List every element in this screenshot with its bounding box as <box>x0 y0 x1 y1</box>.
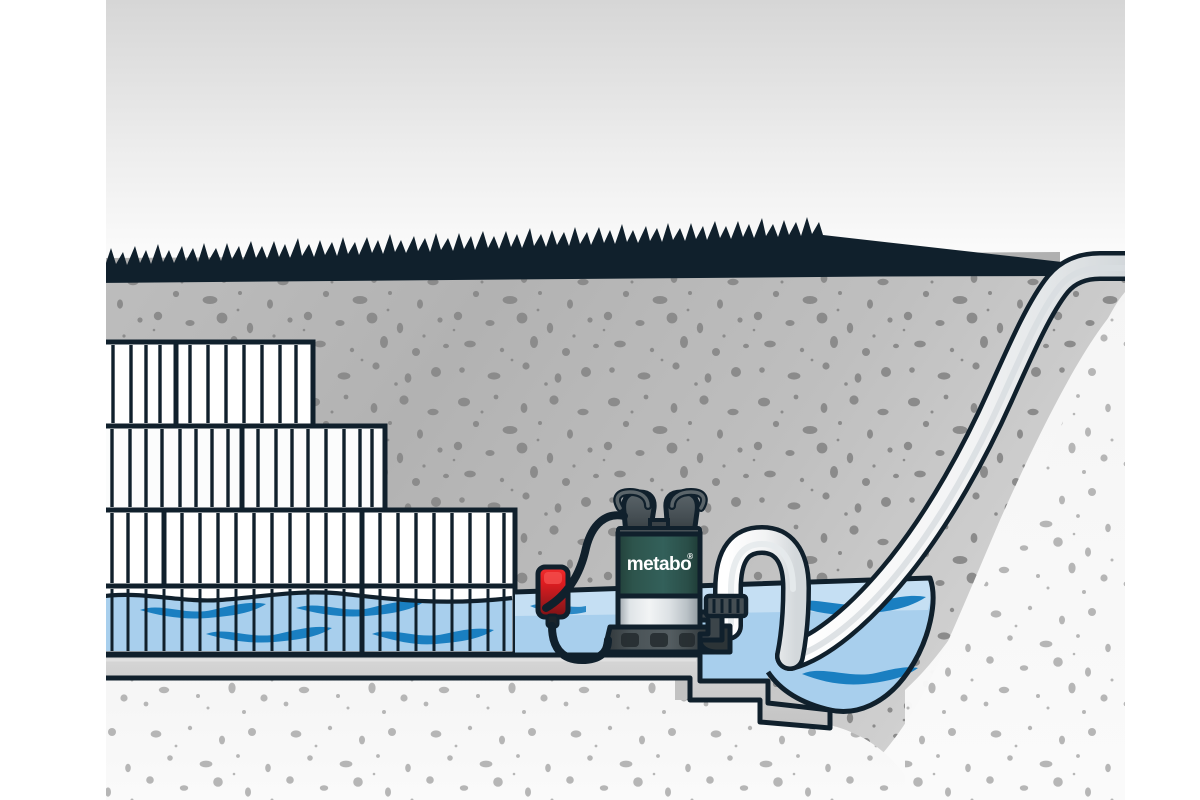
discharge-hose <box>713 251 1141 671</box>
block-tier-1 <box>92 423 388 513</box>
metabo-logo-text: metabo <box>627 554 692 575</box>
stacked-blocks <box>92 339 518 657</box>
pump-outlet-elbow <box>697 593 749 655</box>
hose-clamp <box>703 593 749 619</box>
sky-gradient-background <box>106 0 1125 272</box>
pump-handle <box>613 487 708 540</box>
metabo-registered-mark: ® <box>687 552 693 561</box>
power-cables <box>542 511 628 665</box>
pump-body: metabo ® <box>615 531 703 599</box>
left-margin-mask <box>0 0 106 800</box>
block-tier-3-flooded <box>92 583 518 657</box>
block-tier-0 <box>92 339 316 429</box>
grass-line <box>89 217 1062 283</box>
pump-steel-band <box>615 593 703 630</box>
block-tier-2 <box>92 507 518 589</box>
submersible-pump: metabo ® <box>601 487 749 655</box>
right-margin-mask <box>1125 0 1200 800</box>
